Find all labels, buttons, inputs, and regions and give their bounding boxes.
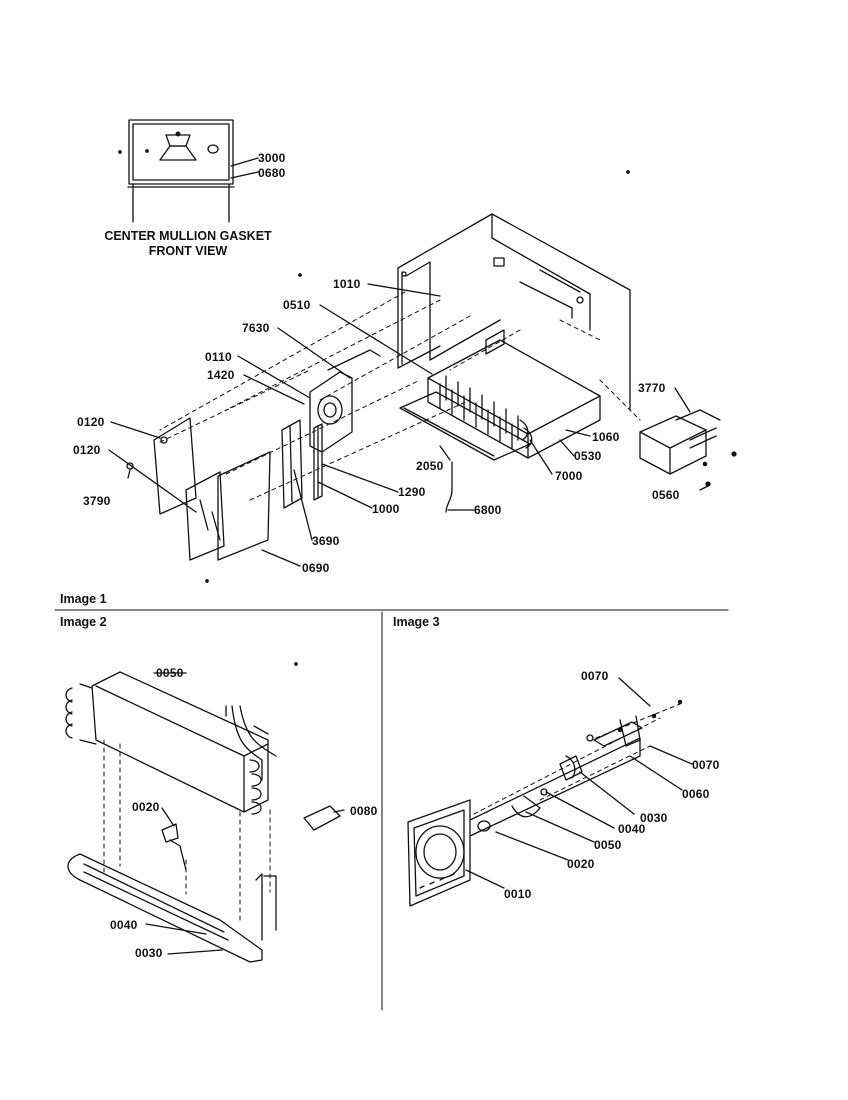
mullion-gasket-drawing (127, 119, 259, 223)
callout-0530: 0530 (574, 449, 602, 463)
callout-0030: 0030 (640, 811, 668, 825)
callout-1420: 1420 (207, 368, 235, 382)
callout-0060: 0060 (682, 787, 710, 801)
callout-0120-lower: 0120 (73, 443, 101, 457)
callout-0080: 0080 (350, 804, 378, 818)
callout-2050: 2050 (416, 459, 444, 473)
callout-1290: 1290 (398, 485, 426, 499)
callout-0120-upper: 0120 (77, 415, 105, 429)
callout-0070-top: 0070 (581, 669, 609, 683)
callout-0560: 0560 (652, 488, 680, 502)
inset-title-line2: FRONT VIEW (148, 244, 228, 258)
image2-label: Image 2 (60, 615, 107, 629)
callout-0050: 0050 (156, 666, 184, 680)
image1-label: Image 1 (60, 592, 107, 606)
callout-7000: 7000 (555, 469, 583, 483)
callout-0680: 0680 (258, 166, 286, 180)
callout-3790: 3790 (83, 494, 111, 508)
callout-1000: 1000 (372, 502, 400, 516)
callout-3770: 3770 (638, 381, 666, 395)
callout-6800: 6800 (474, 503, 502, 517)
image1-drawing (54, 150, 737, 611)
callout-7630: 7630 (242, 321, 270, 335)
callout-3690: 3690 (312, 534, 340, 548)
callout-0010: 0010 (504, 887, 532, 901)
inset-title-line1: CENTER MULLION GASKET (104, 229, 272, 243)
callout-0050: 0050 (594, 838, 622, 852)
callout-0110: 0110 (205, 350, 232, 364)
callout-0040: 0040 (110, 918, 138, 932)
callout-0030: 0030 (135, 946, 163, 960)
image3-drawing (407, 677, 693, 907)
callout-0690: 0690 (302, 561, 330, 575)
image2-drawing (65, 611, 383, 1011)
callout-1060: 1060 (592, 430, 620, 444)
callout-3000: 3000 (258, 151, 286, 165)
callout-0020: 0020 (567, 857, 595, 871)
image3-label: Image 3 (393, 615, 440, 629)
callout-0040: 0040 (618, 822, 646, 836)
callout-0510: 0510 (283, 298, 311, 312)
callout-0070-right: 0070 (692, 758, 720, 772)
callout-0020: 0020 (132, 800, 160, 814)
callout-1010: 1010 (333, 277, 361, 291)
